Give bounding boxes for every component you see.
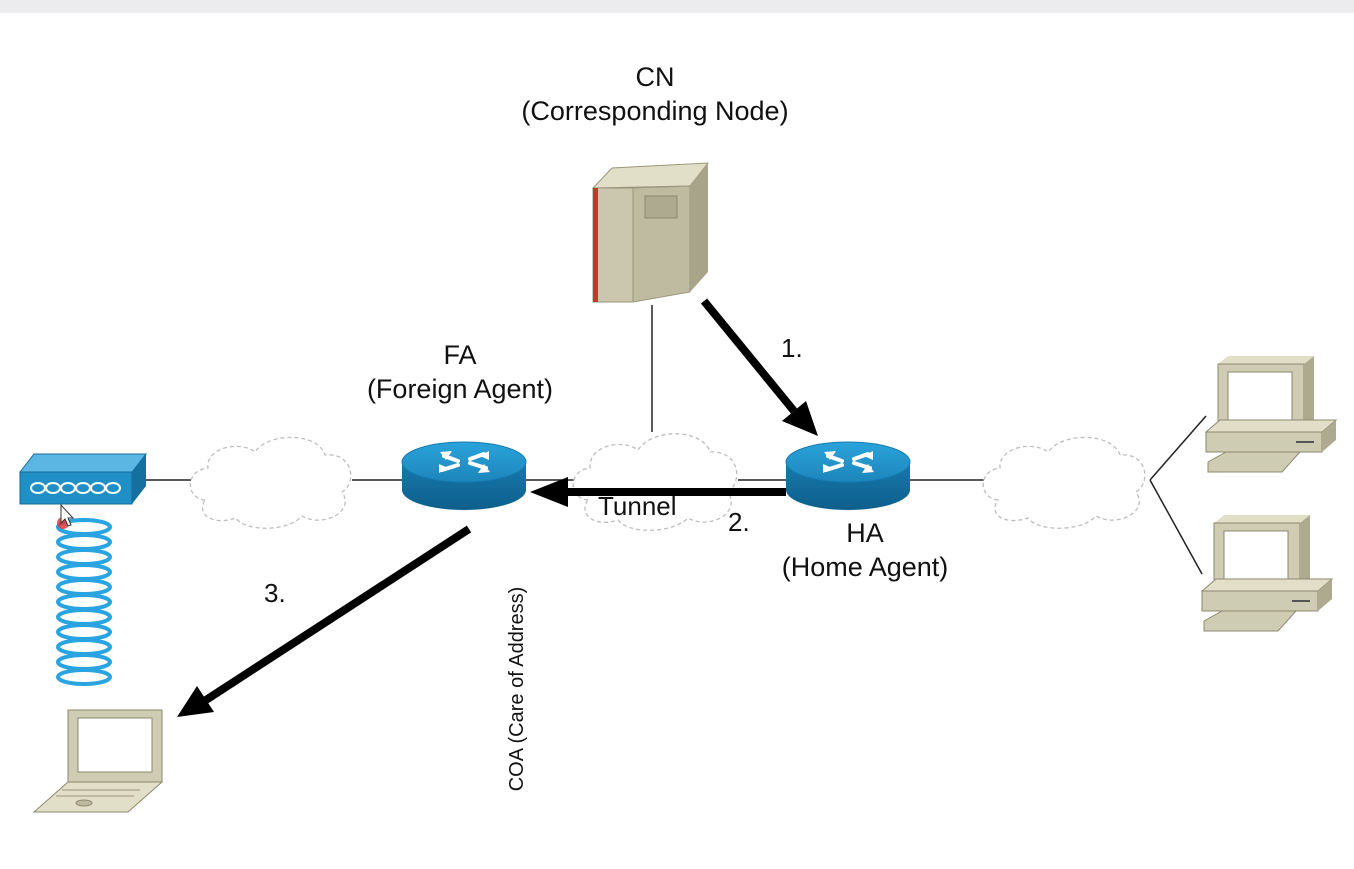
arrow-step-2-head	[530, 477, 568, 507]
laptop-icon	[32, 709, 164, 813]
fa-description: (Foreign Agent)	[366, 374, 554, 404]
coa-label: COA (Care of Address)	[506, 586, 528, 792]
fa-title: FA	[443, 340, 477, 370]
cn-server-icon	[591, 162, 710, 303]
ha-title: HA	[846, 518, 884, 548]
link-cloud-pc-1	[1149, 415, 1207, 481]
ha-description: (Home Agent)	[781, 552, 949, 582]
arrow-step-1	[700, 298, 798, 414]
wireless-signal-icon	[56, 518, 112, 686]
mouse-cursor-icon	[57, 503, 75, 529]
arrows	[177, 298, 818, 717]
arrow-step-3-head	[177, 686, 214, 717]
network-cloud-middle	[572, 433, 738, 531]
ha-router-icon	[785, 441, 911, 510]
network-cloud-left	[189, 436, 352, 529]
network-cloud-right	[982, 436, 1146, 529]
step-3-label: 3.	[264, 578, 286, 608]
step-1-label: 1.	[781, 333, 803, 363]
desktop-computer-icon	[1200, 515, 1334, 632]
cn-label: CN (Corresponding Node)	[470, 60, 840, 128]
tunnel-label: Tunnel	[598, 491, 677, 521]
arrow-step-3	[203, 525, 472, 704]
access-point-icon	[18, 453, 148, 505]
top-bar	[0, 0, 1354, 13]
fa-label: FA (Foreign Agent)	[320, 338, 600, 406]
ha-label: HA (Home Agent)	[740, 516, 990, 584]
link-cloud-pc-2	[1149, 479, 1203, 575]
fa-router-icon	[401, 441, 527, 510]
arrow-step-1-head	[782, 401, 818, 436]
step-2-label: 2.	[728, 507, 750, 537]
cn-title: CN	[635, 62, 675, 92]
desktop-computer-icon	[1204, 356, 1338, 473]
cn-description: (Corresponding Node)	[521, 96, 789, 126]
